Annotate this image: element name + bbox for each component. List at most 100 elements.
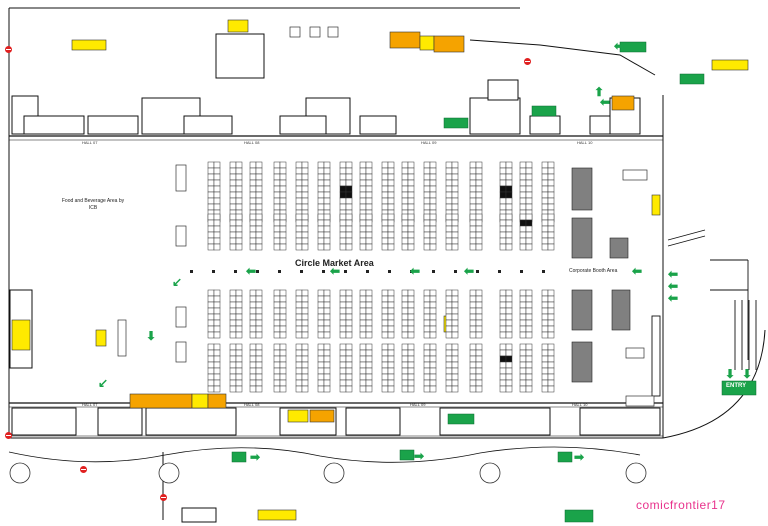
booth-cell <box>255 161 263 169</box>
booth-cell <box>445 179 453 187</box>
booth-cell <box>547 191 555 199</box>
booth-cell <box>301 301 309 309</box>
booth-cell <box>401 373 409 381</box>
booth-cell <box>273 203 281 211</box>
booth-cell <box>547 295 555 303</box>
booth-cell <box>381 307 389 315</box>
booth-cell <box>381 237 389 245</box>
booth-cell <box>365 213 373 221</box>
booth-cell <box>541 167 549 175</box>
booth-cell <box>249 301 257 309</box>
booth-cell <box>475 325 483 333</box>
booth-cell <box>365 225 373 233</box>
booth-cell <box>519 179 527 187</box>
booth-cell <box>541 213 549 221</box>
booth-cell <box>279 213 287 221</box>
booth-cell <box>407 307 415 315</box>
booth-cell <box>429 295 437 303</box>
booth-cell <box>499 197 507 205</box>
booth-cell <box>339 307 347 315</box>
booth-cell <box>547 355 555 363</box>
booth-cell <box>401 191 409 199</box>
booth-cell <box>213 301 221 309</box>
booth-cell <box>547 237 555 245</box>
booth-cell <box>229 213 237 221</box>
booth-cell <box>249 295 257 303</box>
booth-cell <box>273 185 281 193</box>
booth-cell <box>207 367 215 375</box>
booth-cell <box>279 361 287 369</box>
booth-cell <box>323 343 331 351</box>
booth-cell <box>525 325 533 333</box>
booth-cell <box>499 191 507 199</box>
booth-cell <box>235 191 243 199</box>
booth-cell <box>317 225 325 233</box>
booth-cell <box>345 167 353 175</box>
booth-cell <box>255 325 263 333</box>
booth-cell <box>207 179 215 187</box>
booth-cell <box>207 331 215 339</box>
booth-cell <box>401 301 409 309</box>
booth-cell <box>445 185 453 193</box>
booth-cell <box>387 161 395 169</box>
booth-cell <box>273 379 281 387</box>
booth-cell <box>499 325 507 333</box>
booth-cell <box>255 213 263 221</box>
booth-cell <box>469 173 477 181</box>
booth-cell <box>213 331 221 339</box>
booth-cell <box>519 385 527 393</box>
booth-cell <box>475 243 483 251</box>
booth-cell <box>365 179 373 187</box>
booth-cell <box>301 243 309 251</box>
booth-cell <box>519 197 527 205</box>
booth-cell <box>323 331 331 339</box>
pillar-marker <box>542 270 545 273</box>
booth-cell <box>207 355 215 363</box>
booth-cell <box>229 373 237 381</box>
booth-cell <box>339 243 347 251</box>
hall-label-top: HALL 09 <box>421 140 437 145</box>
booth-cell <box>445 213 453 221</box>
booth-cell <box>273 231 281 239</box>
booth-cell <box>273 385 281 393</box>
no-entry-icon <box>5 46 12 53</box>
booth-cell <box>387 367 395 375</box>
booth-cell <box>279 219 287 227</box>
booth-cell <box>235 331 243 339</box>
booth-cell <box>547 331 555 339</box>
right-entrance <box>651 229 757 397</box>
booth-cell <box>451 161 459 169</box>
booth-cell <box>401 361 409 369</box>
booth-cell <box>547 307 555 315</box>
booth-cell <box>423 343 431 351</box>
pillar-marker <box>322 270 325 273</box>
booth-cell <box>499 379 507 387</box>
booth-cell <box>401 179 409 187</box>
booth-cell <box>345 197 353 205</box>
booth-cell <box>505 191 513 199</box>
comicfrontier-logo: comicfrontier17 <box>636 498 726 512</box>
booth-cell <box>381 191 389 199</box>
booth-cell <box>519 301 527 309</box>
pillar-marker <box>432 270 435 273</box>
booth-cell <box>525 295 533 303</box>
booth-cell <box>229 379 237 387</box>
booth-cell <box>475 237 483 245</box>
booth-cell <box>249 331 257 339</box>
booth-cell <box>505 319 513 327</box>
booth-cell <box>445 167 453 175</box>
booth-cell <box>445 197 453 205</box>
booth-cell <box>423 325 431 333</box>
booth-cell <box>525 185 533 193</box>
booth-cell <box>295 367 303 375</box>
booth-cell <box>229 361 237 369</box>
booth-cell <box>365 185 373 193</box>
booth-cell <box>359 289 367 297</box>
booth-cell <box>295 197 303 205</box>
booth-cell <box>475 349 483 357</box>
booth-cell <box>541 319 549 327</box>
booth-cell <box>445 361 453 369</box>
booth-cell <box>519 331 527 339</box>
booth-cell <box>541 331 549 339</box>
booth-cell <box>505 197 513 205</box>
